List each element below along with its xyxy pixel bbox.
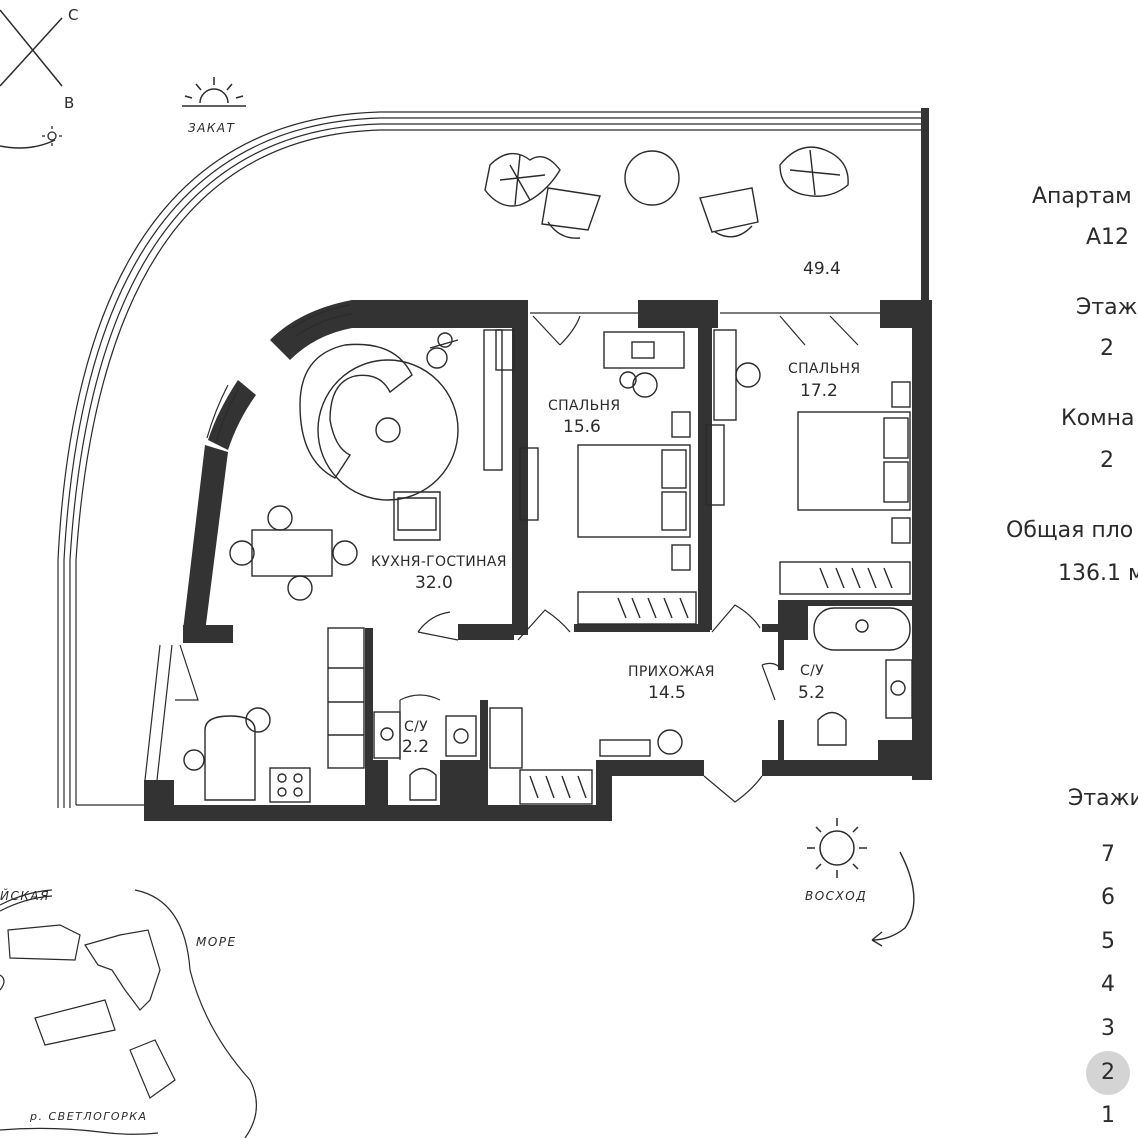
- room-name-bedroom-1: СПАЛЬНЯ: [548, 398, 620, 414]
- living-furniture: [183, 329, 515, 803]
- total-area-value: 136.1 м: [1058, 561, 1138, 586]
- terrace-area: 49.4: [803, 259, 841, 279]
- map-river-label: р. СВЕТЛОГОРКА: [29, 1110, 148, 1123]
- walls: [144, 300, 932, 821]
- floor-button-1[interactable]: 1: [1101, 1103, 1115, 1128]
- terrace-furniture: [484, 146, 849, 239]
- floor-value: 2: [1100, 336, 1114, 361]
- floor-button-5[interactable]: 5: [1101, 929, 1115, 954]
- room-name-wc-2: С/У: [800, 663, 824, 679]
- floors-label: Этажи: [1068, 786, 1138, 811]
- room-area-bedroom-2: 17.2: [800, 381, 838, 401]
- sunrise-icon: [807, 818, 867, 878]
- floor-button-4[interactable]: 4: [1101, 972, 1115, 997]
- room-name-kitchen-living: КУХНЯ-ГОСТИНАЯ: [371, 554, 507, 570]
- bathroom-fixtures: [373, 607, 913, 805]
- room-area-hallway: 14.5: [648, 683, 686, 703]
- room-name-hallway: ПРИХОЖАЯ: [628, 664, 715, 680]
- rooms-label: Комна: [1061, 406, 1135, 431]
- room-area-kitchen-living: 32.0: [415, 573, 453, 593]
- room-area-wc-1: 2.2: [402, 737, 429, 757]
- sun-path-arrow: [871, 851, 915, 947]
- sunset-label: ЗАКАТ: [188, 121, 236, 135]
- floor-button-3[interactable]: 3: [1101, 1016, 1115, 1041]
- floor-button-7[interactable]: 7: [1101, 842, 1115, 867]
- map-sea-label: МОРЕ: [196, 935, 237, 949]
- apartment-label: Апартам: [1032, 184, 1132, 209]
- floor-button-6[interactable]: 6: [1101, 885, 1115, 910]
- sunset-icon: [182, 77, 246, 107]
- room-area-bedroom-1: 15.6: [563, 417, 601, 437]
- room-area-wc-2: 5.2: [798, 683, 825, 703]
- rooms-value: 2: [1100, 448, 1114, 473]
- apartment-value: А12: [1086, 225, 1130, 250]
- compass-north-label: С: [68, 6, 78, 24]
- floor-label: Этаж: [1076, 295, 1138, 320]
- terrace-right-wall: [921, 108, 929, 306]
- location-map: [0, 889, 258, 1138]
- room-name-bedroom-2: СПАЛЬНЯ: [788, 361, 860, 377]
- windows: [144, 304, 880, 781]
- compass: [0, 9, 63, 149]
- room-name-wc-1: С/У: [404, 719, 428, 735]
- sunrise-label: ВОСХОД: [805, 889, 867, 903]
- terrace-outline: [57, 111, 921, 808]
- compass-east-label: В: [64, 94, 74, 112]
- bedroom-furniture: [519, 329, 911, 625]
- map-street-label: ЙСКАЯ: [0, 888, 50, 903]
- total-area-label: Общая пло: [1006, 518, 1134, 543]
- floor-button-2[interactable]: 2: [1086, 1051, 1130, 1095]
- sun-icon-small: [42, 126, 62, 146]
